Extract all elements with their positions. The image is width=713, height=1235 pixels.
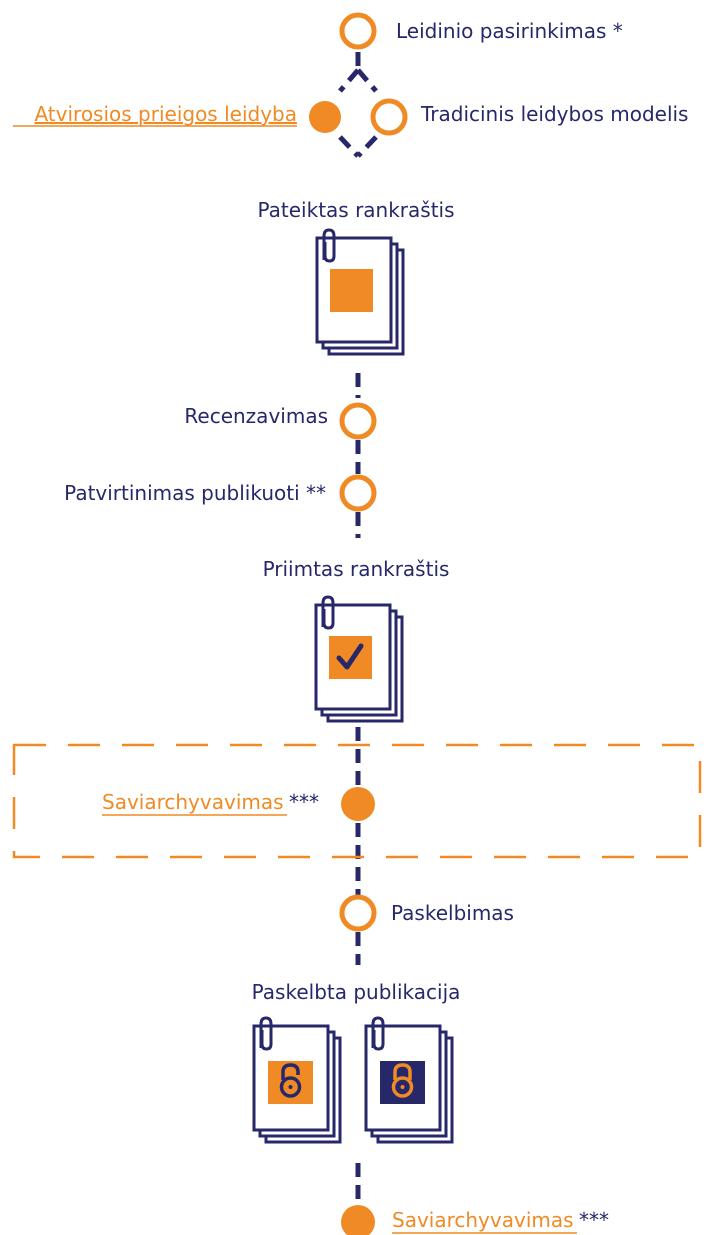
connector-segment [356,135,378,158]
step-label-traditional: Tradicinis leidybos modelis [420,102,688,126]
self-archive-dashed-frame [12,743,702,859]
self-archive-link-1[interactable]: Saviarchyvavimas [102,790,284,814]
open-access-link[interactable]: Atvirosios prieigos leidyba [34,102,297,126]
step-label-open-access[interactable]: Atvirosios prieigos leidyba [34,102,297,126]
step-circle-approval [339,474,377,512]
flow-connectors [338,52,378,1203]
self-archive-suffix-1: *** [289,790,319,814]
step-label-accepted: Priimtas rankraštis [263,557,450,581]
connector-segment [338,68,360,93]
connector-segment [338,135,360,158]
connector-segment [356,68,378,93]
step-label-published: Paskelbta publikacija [252,980,461,1004]
self-archive-suffix-2: *** [579,1208,609,1232]
step-circle-self-archive-1 [341,787,375,821]
self-archive-link-text-1[interactable]: Saviarchyvavimas [102,790,284,814]
step-circle-self-archive-2 [341,1205,375,1235]
document-stack-open-lock-icon [252,1016,342,1144]
self-archive-link-text-2[interactable]: Saviarchyvavimas [392,1208,574,1232]
step-circle-selection [339,12,377,50]
step-label-publication: Paskelbimas [391,901,514,925]
step-circle-open-access [309,101,341,133]
step-label-selection: Leidinio pasirinkimas * [396,19,623,43]
step-label-approval: Patvirtinimas publikuoti ** [64,481,326,505]
document-stack-closed-lock-icon [364,1016,454,1144]
step-label-submitted: Pateiktas rankraštis [257,198,454,222]
document-stack-check-icon [314,595,404,723]
self-archive-link-2[interactable]: Saviarchyvavimas [392,1208,574,1232]
step-circle-publication [339,894,377,932]
step-label-review: Recenzavimas [184,404,328,428]
step-circle-review [339,402,377,440]
step-circle-traditional [370,98,408,136]
document-stack-square-icon [315,228,405,356]
